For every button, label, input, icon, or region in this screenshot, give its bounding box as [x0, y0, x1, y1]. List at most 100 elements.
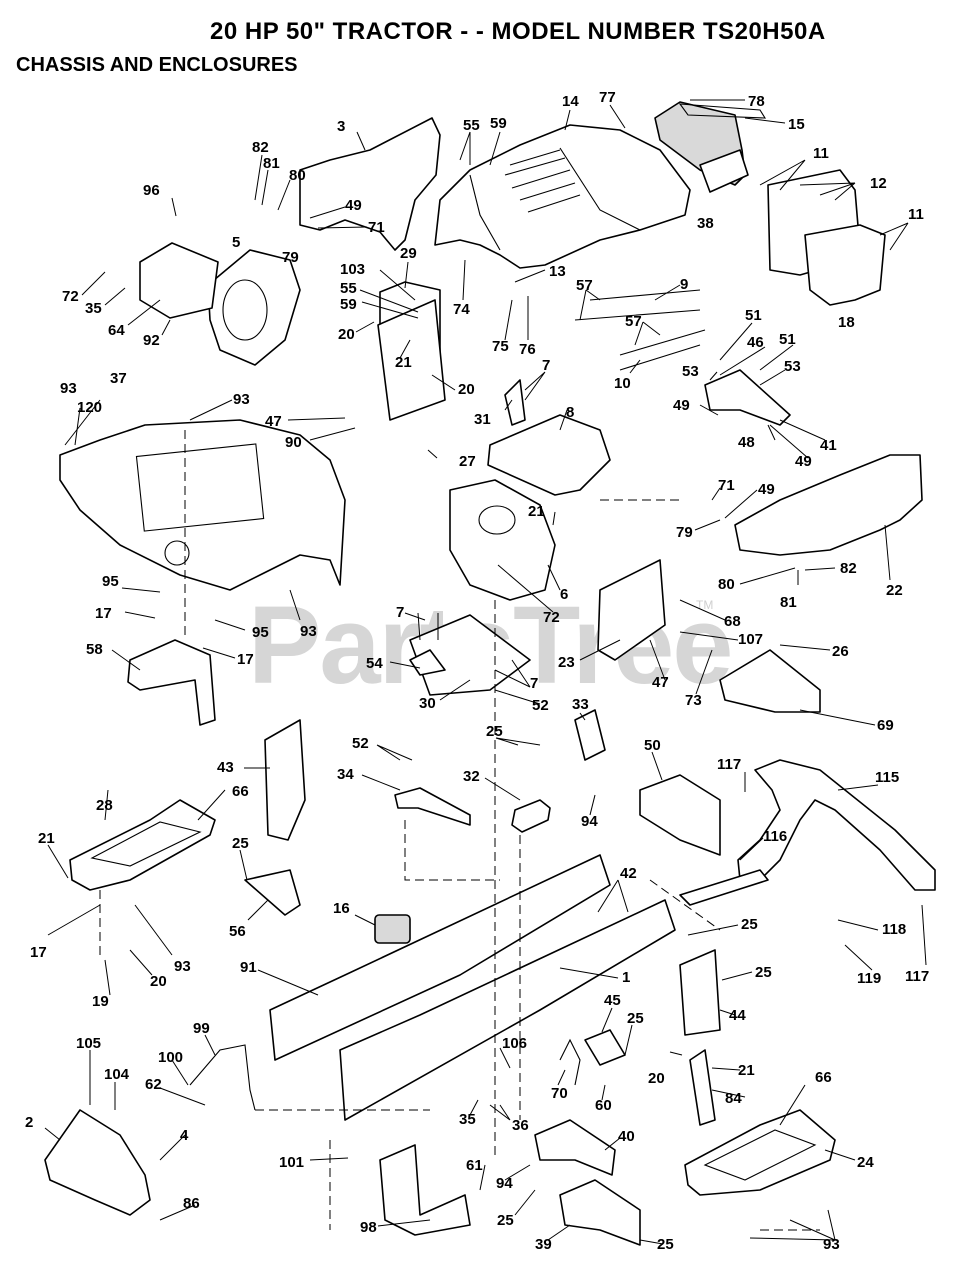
- part-bar-116: [679, 869, 769, 906]
- callout-81-right: 81: [780, 594, 797, 611]
- callout-72-left: 72: [62, 288, 79, 305]
- callout-94-bottom: 94: [496, 1175, 513, 1192]
- part-fender-37: [59, 419, 346, 591]
- callout-81-top: 81: [263, 155, 280, 172]
- callout-2: 2: [25, 1114, 33, 1131]
- callout-13: 13: [549, 263, 566, 280]
- callout-66-bottom: 66: [815, 1069, 832, 1086]
- callout-31: 31: [474, 411, 491, 428]
- callout-7-bottom: 7: [530, 675, 538, 692]
- callout-11-top: 11: [813, 145, 829, 162]
- callout-26: 26: [832, 643, 849, 660]
- callout-117-bottom: 117: [905, 968, 929, 985]
- part-plate-30: [409, 614, 531, 696]
- callout-18: 18: [838, 314, 855, 331]
- callout-48: 48: [738, 434, 755, 451]
- callout-30: 30: [419, 695, 436, 712]
- part-gasket-16: [374, 914, 411, 944]
- callout-91: 91: [240, 959, 257, 976]
- callout-41: 41: [820, 437, 837, 454]
- callout-49-right: 49: [673, 397, 690, 414]
- callout-106: 106: [502, 1035, 527, 1052]
- part-hanger-32: [511, 799, 551, 833]
- part-footrest-28: [69, 799, 216, 891]
- callout-49-side: 49: [758, 481, 775, 498]
- callout-90: 90: [285, 434, 302, 451]
- part-footrest-28-inner: [90, 821, 202, 867]
- callout-53-right: 53: [784, 358, 801, 375]
- callout-104: 104: [104, 1066, 130, 1083]
- callout-38: 38: [697, 215, 714, 232]
- callout-21-mid: 21: [528, 503, 545, 520]
- callout-60: 60: [595, 1097, 612, 1114]
- callout-73: 73: [685, 692, 702, 709]
- callout-120: 120: [77, 399, 102, 416]
- callout-57-mid: 57: [625, 313, 642, 330]
- callout-117-top: 117: [717, 756, 741, 773]
- part-bracket-39: [559, 1179, 641, 1246]
- callout-116: 116: [763, 828, 787, 845]
- callout-17-bottom: 17: [30, 944, 47, 961]
- part-bracket-40: [534, 1119, 616, 1176]
- callout-64: 64: [108, 322, 125, 339]
- callout-20-bottom: 20: [150, 973, 167, 990]
- callout-29: 29: [400, 245, 417, 262]
- callout-3: 3: [337, 118, 345, 135]
- part-grille-mesh: [678, 103, 767, 119]
- callout-47-mid: 47: [652, 674, 669, 691]
- part-bracket-98: [379, 1144, 471, 1236]
- page-title: 20 HP 50" TRACTOR - - MODEL NUMBER TS20H…: [210, 18, 826, 45]
- callout-1: 1: [622, 969, 630, 986]
- callout-34: 34: [337, 766, 354, 783]
- callout-8: 8: [566, 404, 574, 421]
- callout-96: 96: [143, 182, 160, 199]
- part-bracket-84: [689, 1049, 716, 1126]
- part-bracket-38: [699, 149, 749, 193]
- part-bracket-41: [704, 369, 791, 426]
- callout-19: 19: [92, 993, 109, 1010]
- callout-47-top: 47: [265, 413, 282, 430]
- callout-33: 33: [572, 696, 589, 713]
- callout-86: 86: [183, 1195, 200, 1212]
- callout-54: 54: [366, 655, 383, 672]
- callout-25-right2: 25: [755, 964, 772, 981]
- callout-95-left: 95: [102, 573, 119, 590]
- callout-93-fender: 93: [300, 623, 317, 640]
- callout-46: 46: [747, 334, 764, 351]
- part-bracket-44: [679, 949, 721, 1036]
- part-fender-37-gauge: [164, 540, 190, 566]
- part-bracket-18: [804, 224, 886, 306]
- callout-71-top: 71: [368, 219, 385, 236]
- callout-115: 115: [875, 769, 899, 786]
- callout-11-right: 11: [908, 206, 924, 223]
- callout-93-mid: 93: [233, 391, 250, 408]
- callout-21-top: 21: [395, 354, 412, 371]
- callout-7-top: 7: [542, 357, 550, 374]
- callout-98: 98: [360, 1219, 377, 1236]
- callout-79-top: 79: [282, 249, 299, 266]
- callout-12: 12: [870, 175, 887, 192]
- callout-55-mid: 55: [340, 280, 357, 297]
- callout-71-right: 71: [718, 477, 735, 494]
- callout-72-mid: 72: [543, 609, 560, 626]
- part-tube-115: [737, 759, 936, 891]
- part-link-bars-9-10: [574, 289, 706, 371]
- callout-53-left: 53: [682, 363, 699, 380]
- callout-43: 43: [217, 759, 234, 776]
- part-seat-pan-5-hole: [222, 279, 268, 341]
- callout-17-mid: 17: [237, 651, 254, 668]
- callout-56: 56: [229, 923, 246, 940]
- callout-62: 62: [145, 1076, 162, 1093]
- callout-20-top: 20: [338, 326, 355, 343]
- callout-55: 55: [463, 117, 480, 134]
- callout-5: 5: [232, 234, 240, 251]
- callout-15: 15: [788, 116, 805, 133]
- callout-16: 16: [333, 900, 350, 917]
- callout-100: 100: [158, 1049, 183, 1066]
- callout-50: 50: [644, 737, 661, 754]
- part-bracket-33: [574, 709, 606, 761]
- part-plate-2: [44, 1109, 151, 1216]
- callout-69: 69: [877, 717, 894, 734]
- callout-80-right: 80: [718, 576, 735, 593]
- callout-61: 61: [466, 1157, 483, 1174]
